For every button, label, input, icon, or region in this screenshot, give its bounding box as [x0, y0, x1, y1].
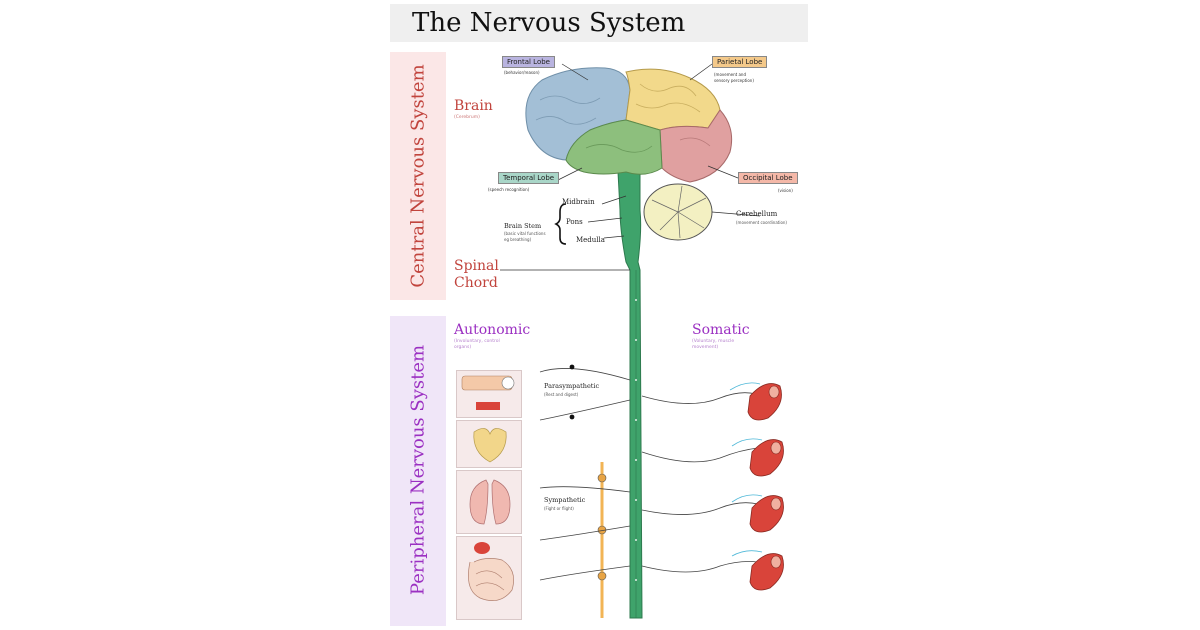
ganglion-icon	[597, 473, 607, 483]
sympathetic-label: Sympathetic	[544, 496, 586, 504]
heart-icon	[473, 428, 507, 463]
frontal-lobe-tag: Frontal Lobe	[502, 56, 555, 68]
anatomy-drawing	[461, 63, 784, 619]
cerebellum-label: Cerebellum	[736, 210, 778, 218]
sympathetic-chain	[597, 462, 607, 618]
spinal-cord-icon	[617, 157, 643, 619]
occipital-lobe-tag: Occipital Lobe	[738, 172, 798, 184]
organ-box-lungs	[456, 470, 522, 534]
parasympathetic-label: Parasympathetic	[544, 382, 600, 390]
somatic-label: Somatic	[692, 322, 750, 338]
parietal-lobe-sub2: sensory perception)	[714, 78, 754, 83]
medulla-label: Medulla	[576, 236, 605, 244]
muscle-icon	[749, 495, 784, 533]
temporal-lobe-tag: Temporal Lobe	[498, 172, 560, 184]
spinal-cord-label-line2: Chord	[454, 275, 498, 291]
muscle-icon	[749, 439, 784, 477]
autonomic-label: Autonomic	[454, 322, 531, 338]
autonomic-sub2: organs)	[454, 345, 472, 350]
muscle-icon	[749, 553, 784, 591]
temporal-lobe-sub: (speech recognition)	[488, 187, 530, 192]
parietal-lobe-tag: Parietal Lobe	[712, 56, 768, 68]
brain-sublabel: (Cerebrum)	[454, 115, 480, 120]
cerebellum-sub: (movement coordination)	[736, 220, 787, 225]
title-bar: The Nervous System	[390, 4, 808, 42]
parietal-lobe-sub1: (movement and	[714, 72, 746, 77]
page-title: The Nervous System	[412, 8, 686, 38]
midbrain-label: Midbrain	[562, 198, 595, 206]
somatic-sub2: movement)	[692, 345, 719, 350]
brain-label: Brain	[454, 98, 493, 114]
muscle-icon	[747, 383, 782, 421]
brain-stem-sub2: eg breathing)	[504, 237, 532, 242]
cns-band	[390, 52, 446, 300]
lungs-icon	[469, 479, 511, 525]
brain-icon	[525, 67, 733, 183]
intestines-icon	[468, 542, 514, 601]
cerebellum-icon	[643, 183, 713, 241]
spinal-cord-label-line1: Spinal	[454, 258, 499, 274]
occipital-lobe-sub: (vision)	[778, 188, 793, 193]
parasympathetic-sub: (Rest and digest)	[544, 392, 579, 397]
brain-stem-sub1: (basic vital functions	[504, 231, 546, 236]
frontal-lobe-sub: (behavior/reason)	[504, 70, 540, 75]
pons-label: Pons	[566, 218, 583, 226]
ganglion-icon	[597, 571, 607, 581]
sympathetic-sub: (Fight or flight)	[544, 506, 574, 511]
eye-icon	[461, 375, 515, 410]
nervous-system-poster: The Nervous System Central Nervous Syste…	[390, 0, 810, 630]
autonomic-sub1: (Involuntary, control	[454, 339, 500, 344]
brain-stem-label: Brain Stem	[504, 222, 542, 230]
somatic-sub1: (Voluntary, muscle	[692, 339, 735, 344]
pns-band	[390, 316, 446, 626]
